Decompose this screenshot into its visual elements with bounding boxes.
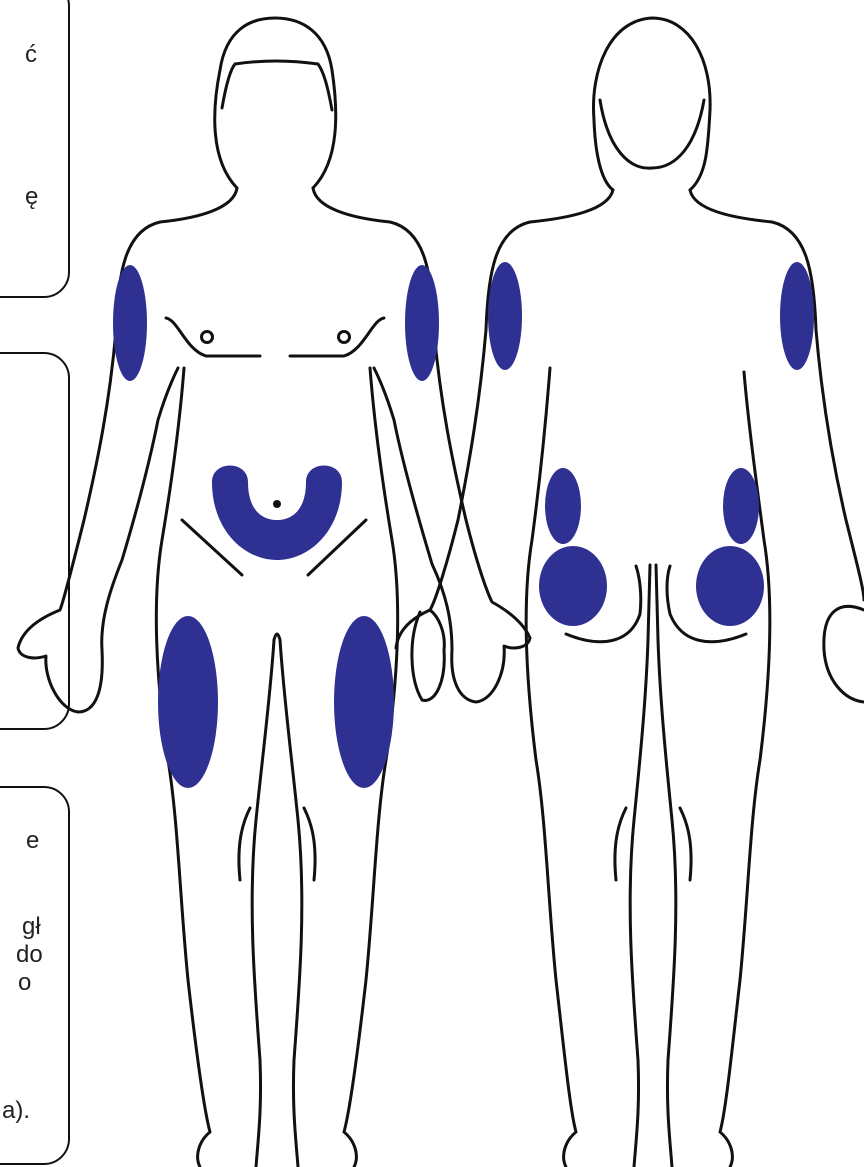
site-front-thigh-left <box>334 616 394 788</box>
back-knee-right <box>680 808 691 880</box>
front-knee-left <box>239 808 250 880</box>
back-right-hand <box>824 606 864 702</box>
front-navel <box>273 500 281 508</box>
site-back-upper-arm-right <box>780 262 814 370</box>
back-cleft-right <box>656 565 676 1167</box>
front-knee-right <box>304 808 315 880</box>
front-inner-leg-left <box>252 640 274 1167</box>
body-front-figure <box>18 18 530 1167</box>
site-back-buttock-left <box>539 546 607 626</box>
back-knee-left <box>615 808 626 880</box>
site-back-flank-left <box>545 468 581 544</box>
back-right-outline <box>690 190 864 600</box>
back-cleft-left <box>630 565 650 1167</box>
site-back-buttock-right <box>696 546 764 626</box>
site-front-upper-arm-right <box>113 265 147 381</box>
front-nipple-left <box>202 332 213 343</box>
site-front-abdomen <box>212 466 342 561</box>
front-hairline <box>222 61 332 110</box>
middle-hand-outline <box>412 610 444 700</box>
site-front-upper-arm-left <box>405 265 439 381</box>
body-back-figure <box>396 18 864 1167</box>
site-back-flank-right <box>723 468 759 544</box>
site-front-thigh-right <box>158 616 218 788</box>
front-nipple-right <box>339 332 350 343</box>
site-back-upper-arm-left <box>488 262 522 370</box>
back-head <box>593 18 710 190</box>
front-head <box>215 18 336 188</box>
front-inner-leg-right <box>280 640 302 1167</box>
back-neck <box>600 100 704 168</box>
